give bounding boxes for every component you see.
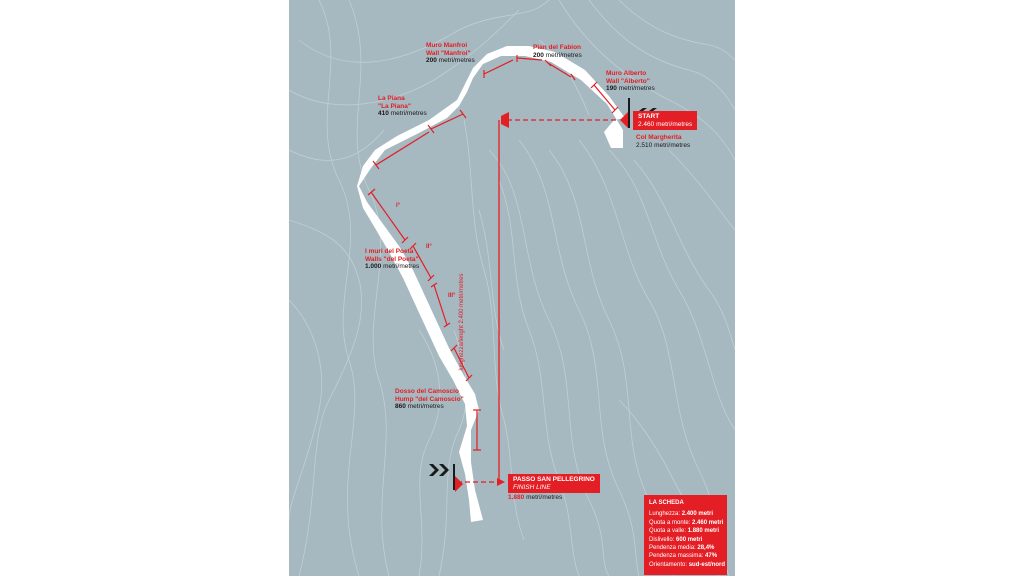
segment-name: Muro Manfroi [426,42,468,49]
finish-subtitle: FINISH LINE [513,483,551,491]
info-row-value: sud-est/nord [688,561,726,568]
info-row-value: 2.400 metri [681,511,714,518]
info-row: Pendenza massima: 47% [649,552,722,560]
segment-length-value: 860 [395,403,406,410]
segment-length: 1.000 metri/metres [365,263,419,271]
segment-name-en: Wall "Manfroi" [426,49,471,57]
segment-name: La Piana [378,95,405,102]
info-row: Pendenza media: 28,4% [649,544,722,552]
segment-length-unit: metri/metres [390,110,427,117]
info-row-value: 47% [705,553,718,560]
wall-mark-2: II° [426,244,432,250]
start-tag: START 2.460 metri/metres [633,111,698,130]
segment-length-value: 1.000 [365,263,382,270]
info-row-label: Quota a monte: [649,519,691,526]
info-row-value: 28,4% [697,545,715,552]
finish-altitude-text: 1.880 metri/metres [508,494,562,502]
start-arrow [501,112,509,128]
finish-altitude-unit: metri/metres [526,494,563,501]
info-row-label: Orientamento: [649,561,688,568]
info-row-label: Pendenza massima: [649,553,704,560]
segment-length-value: 410 [378,110,389,117]
wall-mark-3: III° [448,293,456,299]
finish-altitude: 1.880 metri/metres [508,494,562,502]
segment-length-value: 200 [533,51,544,59]
info-box-title: LA SCHEDA [649,500,684,506]
segment-length: 190 metri/metres [606,85,655,93]
info-box: LA SCHEDA Lunghezza: 2.400 metri Quota a… [644,495,727,575]
segment-length-unit: metri/metres [407,403,444,410]
label-muro-manfroi: Muro Manfroi Wall "Manfroi" 200 metri/me… [426,42,475,65]
segment-name-en: Walls "del Poeta" [365,255,419,263]
dashed-connectors [457,119,616,483]
info-row-value: 600 metri [676,536,703,543]
segment-length: 860 metri/metres [395,403,464,411]
segment-length-value: 190 [606,85,617,92]
segment-name-en: Hump "del Camoscio" [395,395,464,403]
segment-length-unit: metri/metres [438,57,475,64]
info-row-label: Dislivello: [649,536,675,543]
segment-length: 200 metri/metres [533,52,582,60]
finish-chevrons-icon [429,464,463,492]
start-label: START [638,113,660,120]
label-muro-alberto: Muro Alberto Wall "Alberto" 190 metri/me… [606,70,655,93]
segment-name-en: "La Piana" [378,102,411,110]
finish-arrow [497,478,505,486]
segment-name: Pian del Fabion [533,44,582,51]
segment-lines [367,55,619,451]
info-row-label: Quota a valle: [649,528,687,535]
segment-name: I muri del Poeta [365,248,414,255]
finish-tag: PASSO SAN PELLEGRINO FINISH LINE [508,474,600,493]
segment-length: 200 metri/metres [426,57,475,65]
info-row: Dislivello: 600 metri [649,536,722,544]
info-row: Quota a valle: 1.880 metri [649,527,722,535]
finish-altitude-value: 1.880 [508,494,525,501]
info-row: Quota a monte: 2.460 metri [649,519,724,527]
wall-mark-1: I° [396,203,401,209]
label-dosso-del-camoscio: Dosso del Camoscio Hump "del Camoscio" 8… [395,388,464,411]
piste-map: Muro Manfroi Wall "Manfroi" 200 metri/me… [289,0,735,576]
info-row-value: 1.880 metri [687,528,720,535]
segment-length-value: 200 [426,57,437,64]
length-label: lunghezza/lenght 2.400 metri/metres [459,273,465,371]
finish-title: PASSO SAN PELLEGRINO [513,476,595,483]
piste-route [357,46,625,522]
segment-name-en: Wall "Alberto" [606,77,650,85]
start-altitude: 2.460 metri/metres [638,120,693,128]
info-row: Lunghezza: 2.400 metri [649,510,722,518]
label-la-piana: La Piana "La Piana" 410 metri/metres [378,95,427,118]
peak-name: Col Margherita [636,134,682,141]
peak-altitude: 2.510 metri/metres [636,141,691,149]
info-row-label: Lunghezza: [649,511,681,518]
segment-length-unit: metri/metres [383,263,420,270]
info-row: Orientamento: sud-est/nord [649,561,726,569]
info-row-label: Pendenza media: [649,545,696,552]
segment-length-unit: metri/metres [545,51,582,59]
segment-length: 410 metri/metres [378,110,427,118]
segment-name: Muro Alberto [606,70,647,77]
label-muri-del-poeta: I muri del Poeta Walls "del Poeta" 1.000… [365,248,419,271]
label-col-margherita: Col Margherita 2.510 metri/metres [636,134,690,149]
segment-length-unit: metri/metres [618,85,655,92]
label-pian-del-fabion: Pian del Fabion 200 metri/metres [533,44,582,59]
segment-name: Dosso del Camoscio [395,388,459,395]
info-row-value: 2.460 metri [692,519,724,526]
